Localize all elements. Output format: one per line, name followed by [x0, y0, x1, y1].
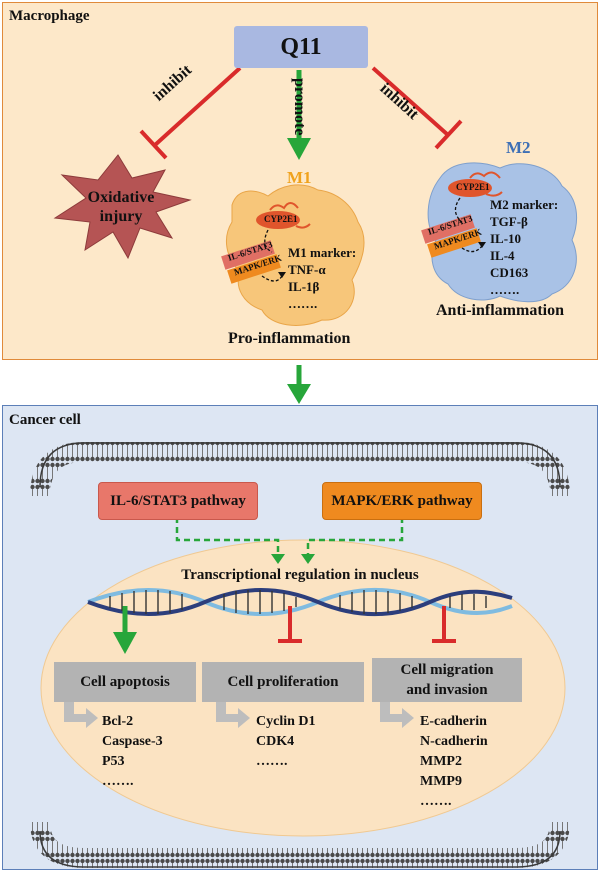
membrane-bottom — [30, 821, 570, 868]
m1-marker-2: IL-1β — [288, 279, 320, 294]
dna-helix — [87, 588, 513, 616]
oxidative-injury-label: Oxidative injury — [78, 188, 164, 226]
m2-marker-3: IL-4 — [490, 248, 515, 263]
m1-marker-list: M1 marker: TNF-α IL-1β ……. — [288, 244, 356, 312]
apoptosis-item-2: P53 — [102, 754, 125, 769]
m1-marker-1: TNF-α — [288, 262, 326, 277]
m2-caption: Anti-inflammation — [436, 302, 564, 319]
migration-list: E-cadherin N-cadherin MMP2 MMP9 ……. — [420, 712, 488, 812]
membrane-top — [30, 442, 570, 497]
m1-label: M1 — [287, 168, 312, 187]
migration-item-4: ……. — [420, 794, 452, 809]
il6-dashed-arrow — [175, 517, 280, 556]
m2-marker-list: M2 marker: TGF-β IL-10 IL-4 CD163 ……. — [490, 196, 558, 298]
cell-migration-line-1: Cell migration — [400, 662, 494, 678]
apoptosis-item-0: Bcl-2 — [102, 714, 134, 729]
m1-enzyme: CYP2E1 — [264, 214, 298, 224]
m2-mapk-box — [427, 228, 481, 258]
mapk-erk-pathway-box: MAPK/ERK pathway — [322, 482, 482, 520]
cell-migration-line-2: and invasion — [406, 682, 488, 698]
proliferation-list: Cyclin D1 CDK4 ……. — [256, 712, 316, 772]
m1-caption: Pro-inflammation — [228, 330, 351, 347]
m1-mapk-box — [227, 254, 281, 284]
m2-label: M2 — [506, 138, 531, 157]
m1-marker-0: M1 marker: — [288, 245, 357, 260]
il6-stat3-pathway-box: IL-6/STAT3 pathway — [98, 482, 258, 520]
nucleus-title: Transcriptional regulation in nucleus — [181, 567, 419, 583]
gray-elbow-arrows — [64, 700, 414, 728]
m1-il6-box — [221, 240, 275, 270]
apoptosis-item-1: Caspase-3 — [102, 734, 163, 749]
cell-migration-box: Cell migration and invasion — [372, 658, 522, 702]
oxidative-injury-star — [53, 154, 192, 260]
oxidative-line-2: injury — [99, 208, 143, 225]
inhibit-left-bar — [139, 129, 168, 160]
apoptosis-activate-head — [113, 632, 137, 654]
cell-apoptosis-box: Cell apoptosis — [54, 662, 196, 702]
m2-marker-1: TGF-β — [490, 214, 528, 229]
cancer-title: Cancer cell — [9, 412, 81, 428]
m2-marker-5: ……. — [490, 282, 520, 297]
cell-proliferation-box: Cell proliferation — [202, 662, 364, 702]
m2-mitochondrion — [448, 179, 492, 197]
proliferation-item-2: ……. — [256, 754, 288, 769]
m1-mitochondrion — [256, 211, 300, 229]
inhibit-right-line — [371, 66, 450, 137]
panel-arrow-head — [287, 384, 311, 404]
apoptosis-list: Bcl-2 Caspase-3 P53 ……. — [102, 712, 163, 792]
proliferation-item-1: CDK4 — [256, 734, 295, 749]
proliferation-item-0: Cyclin D1 — [256, 714, 316, 729]
migration-item-3: MMP9 — [420, 774, 462, 789]
migration-item-1: N-cadherin — [420, 734, 488, 749]
q11-box: Q11 — [234, 26, 368, 68]
inhibit-right-bar — [434, 119, 463, 150]
m1-marker-3: ……. — [288, 296, 318, 311]
migration-item-2: MMP2 — [420, 754, 462, 769]
m2-marker-2: IL-10 — [490, 231, 522, 246]
migration-item-0: E-cadherin — [420, 714, 487, 729]
macrophage-title: Macrophage — [9, 8, 90, 24]
oxidative-line-1: Oxidative — [87, 189, 155, 206]
m2-marker-0: M2 marker: — [490, 197, 559, 212]
m2-marker-4: CD163 — [490, 265, 529, 280]
inhibit-left-line — [153, 66, 242, 147]
mapk-dashed-arrow — [306, 517, 404, 556]
apoptosis-item-3: ……. — [102, 774, 134, 789]
promote-arrow-head — [287, 138, 311, 160]
m2-enzyme: CYP2E1 — [456, 182, 490, 192]
